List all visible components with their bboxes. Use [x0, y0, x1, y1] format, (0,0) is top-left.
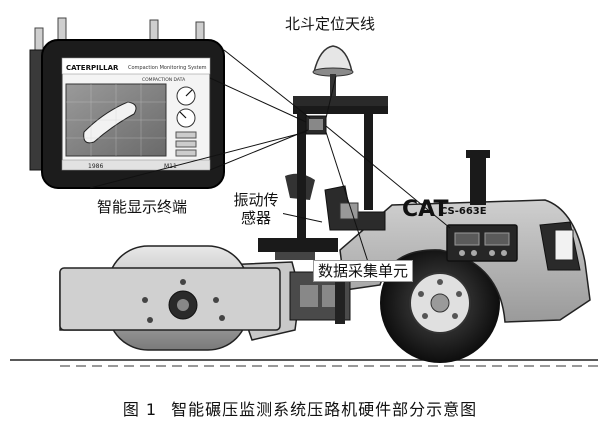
machine-brand: CAT	[402, 197, 448, 222]
figure-title: 智能碾压监测系统压路机硬件部分示意图	[171, 400, 478, 419]
machine-model: CS-663E	[440, 206, 487, 217]
display-brand: CATERPILLAR	[66, 64, 119, 72]
display-title: Compaction Monitoring System	[128, 65, 207, 71]
label-smart-display: 智能显示终端	[93, 197, 192, 217]
data-acquisition-unit	[446, 224, 518, 262]
display-subtitle: COMPACTION DATA	[142, 77, 186, 83]
label-data-acquisition: 数据采集单元	[313, 260, 414, 282]
figure-caption: 图 1 智能碾压监测系统压路机硬件部分示意图	[0, 400, 600, 420]
display-status-right: M11	[164, 163, 177, 170]
rops-frame	[293, 96, 388, 238]
figure-number: 图 1	[122, 400, 158, 419]
label-vibration-sensor: 振动传感器	[229, 190, 283, 228]
smart-display-terminal: CATERPILLAR Compaction Monitoring System…	[29, 17, 225, 189]
leader-lines	[89, 49, 451, 263]
display-status-left: 1986	[88, 163, 103, 170]
ground-line	[10, 359, 598, 367]
beidou-antenna	[312, 45, 354, 96]
hardware-diagram: CAT CS-663E	[10, 17, 598, 367]
label-beidou-antenna: 北斗定位天线	[281, 14, 380, 34]
